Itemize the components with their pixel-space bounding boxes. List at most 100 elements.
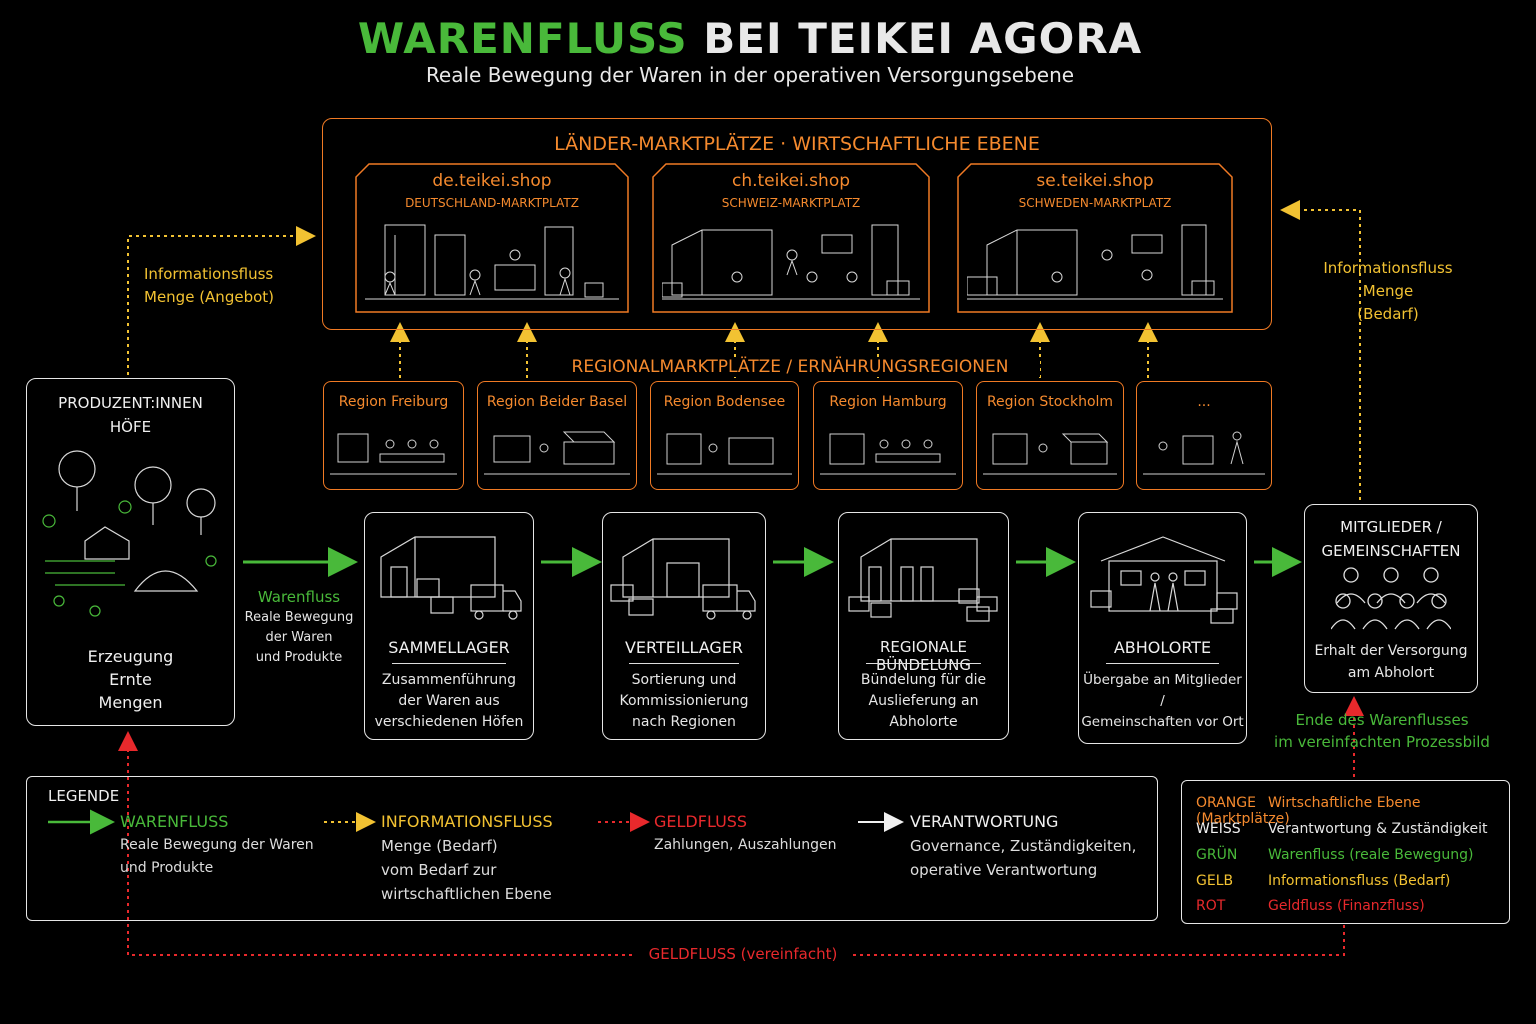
producers-box[interactable]: PRODUZENT:INNEN HÖFE Erzeugung Ernte Men…: [26, 378, 235, 726]
legend-label-informationsfluss: INFORMATIONSFLUSS: [381, 812, 553, 831]
regions-title: REGIONALMARKTPLÄTZE / ERNÄHRUNGSREGIONEN: [540, 357, 1040, 377]
shop-card-de[interactable]: de.teikei.shop DEUTSCHLAND-MARKTPLATZ: [355, 163, 629, 313]
color-key-value: Geldfluss (Finanzfluss): [1268, 898, 1425, 914]
region-card-more[interactable]: ...: [1136, 381, 1272, 490]
producers-title-line2: HÖFE: [109, 418, 152, 436]
page-title: WARENFLUSS BEI TEIKEI AGORA: [0, 14, 1500, 63]
info-flow-right-line3: (Bedarf): [1357, 305, 1419, 323]
people-group-icon: [1331, 567, 1451, 630]
goods-flow-label-line3: und Produkte: [255, 650, 343, 665]
marketplace-illustration: [662, 224, 920, 300]
title-green: WARENFLUSS: [357, 14, 688, 63]
step-desc: Zusammenführung der Waren aus verschiede…: [365, 670, 533, 733]
step-desc-line1: Bündelung für die: [860, 672, 987, 688]
step-desc-line3: nach Regionen: [632, 714, 736, 730]
color-key-name: WEISS: [1196, 821, 1241, 837]
members-box[interactable]: MITGLIEDER / GEMEINSCHAFTEN Erhalt der V…: [1304, 504, 1478, 693]
legend-label-verantwortung: VERANTWORTUNG: [910, 812, 1059, 831]
region-illustration: [330, 433, 457, 475]
region-illustration: [484, 431, 630, 475]
shop-name: DEUTSCHLAND-MARKTPLATZ: [405, 196, 579, 210]
color-key-name: GRÜN: [1196, 847, 1238, 863]
step-divider: [391, 663, 507, 664]
legend-desc-line1: Reale Bewegung der Waren: [120, 837, 314, 853]
info-flow-label-left: Informationsfluss Menge (Angebot): [144, 263, 274, 309]
warehouse-boxes-illustration: [848, 538, 998, 622]
page-subtitle: Reale Bewegung der Waren in der operativ…: [425, 63, 1075, 87]
step-regionale-buendelung[interactable]: REGIONALE BÜNDELUNG Bündelung für die Au…: [838, 512, 1009, 740]
members-desc-line2: am Abholort: [1347, 665, 1435, 681]
color-key-value: Informationsfluss (Bedarf): [1268, 873, 1451, 889]
legend-desc-line2: und Produkte: [120, 860, 214, 876]
marketplace-illustration: [365, 224, 619, 300]
color-key-value: Warenfluss (reale Bewegung): [1268, 847, 1474, 863]
step-desc-line1: Zusammenführung: [381, 672, 517, 688]
legend-label-geldfluss: GELDFLUSS: [654, 812, 748, 831]
legend-desc-verantwortung: Governance, Zuständigkeiten, operative V…: [910, 834, 1136, 882]
color-key-name: ORANGE: [1196, 795, 1256, 811]
warehouse-truck-illustration: [380, 536, 522, 620]
legend-desc-line1: Zahlungen, Auszahlungen: [654, 837, 837, 853]
warehouse-truck-illustration: [610, 538, 756, 620]
legend-label-warenfluss: WARENFLUSS: [120, 812, 229, 831]
region-card-basel[interactable]: Region Beider Basel: [477, 381, 637, 490]
shop-card-se[interactable]: se.teikei.shop SCHWEDEN-MARKTPLATZ: [957, 163, 1233, 313]
step-abholorte[interactable]: ABHOLORTE Übergabe an Mitglieder / Gemei…: [1078, 512, 1247, 744]
step-verteillager[interactable]: VERTEILLAGER Sortierung und Kommissionie…: [602, 512, 766, 740]
step-desc-line3: Abholorte: [889, 714, 958, 730]
color-key-row: ROT Geldfluss (Finanzfluss): [1196, 898, 1425, 914]
region-label: Region Beider Basel: [486, 394, 628, 410]
producers-desc: Erzeugung Ernte Mengen: [27, 645, 234, 714]
producers-title-line1: PRODUZENT:INNEN: [58, 394, 203, 412]
shop-card-frame: [355, 163, 629, 313]
legend-title: LEGENDE: [48, 787, 120, 805]
region-label: Region Stockholm: [986, 394, 1114, 410]
goods-flow-label: Warenfluss Reale Bewegung der Waren und …: [240, 586, 358, 668]
end-note-line2: im vereinfachten Prozessbild: [1274, 733, 1490, 751]
region-illustration: [820, 433, 956, 475]
info-flow-right-line1: Informationsfluss: [1323, 259, 1453, 277]
step-desc-line2: Kommissionierung: [619, 693, 749, 709]
shop-card-ch[interactable]: ch.teikei.shop SCHWEIZ-MARKTPLATZ: [652, 163, 930, 313]
end-note-line1: Ende des Warenflusses: [1295, 711, 1469, 729]
region-label: ...: [1197, 394, 1211, 410]
region-label: Region Freiburg: [338, 394, 449, 410]
legend-desc-line3: wirtschaftlichen Ebene: [381, 885, 552, 903]
shop-domain: ch.teikei.shop: [731, 171, 851, 191]
region-illustration: [1143, 431, 1265, 475]
step-desc-line2: Auslieferung an: [868, 693, 979, 709]
region-card-freiburg[interactable]: Region Freiburg: [323, 381, 464, 490]
producers-desc-line2: Ernte: [109, 670, 152, 689]
step-desc: Übergabe an Mitglieder / Gemeinschaften …: [1079, 670, 1246, 733]
color-key-name: ROT: [1196, 898, 1226, 914]
marketplace-illustration: [967, 224, 1223, 300]
members-title: MITGLIEDER / GEMEINSCHAFTEN: [1305, 515, 1477, 563]
step-desc-line1: Sortierung und: [631, 672, 737, 688]
legend-desc-informationsfluss: Menge (Bedarf) vom Bedarf zur wirtschaft…: [381, 834, 552, 906]
economic-level-title: LÄNDER-MARKTPLÄTZE · WIRTSCHAFTLICHE EBE…: [554, 133, 1040, 155]
region-card-bodensee[interactable]: Region Bodensee: [650, 381, 799, 490]
region-illustration: [983, 433, 1117, 475]
color-key-row: GRÜN Warenfluss (reale Bewegung): [1196, 847, 1474, 863]
step-title: VERTEILLAGER: [624, 638, 744, 657]
members-desc: Erhalt der Versorgung am Abholort: [1305, 640, 1477, 684]
legend-desc-line2: vom Bedarf zur: [381, 861, 497, 879]
shop-domain: se.teikei.shop: [1036, 171, 1154, 191]
shop-domain: de.teikei.shop: [432, 171, 552, 191]
step-desc: Bündelung für die Auslieferung an Abholo…: [839, 670, 1008, 733]
legend-desc-geldfluss: Zahlungen, Auszahlungen: [654, 834, 837, 857]
color-key-row: GELB Informationsfluss (Bedarf): [1196, 873, 1450, 889]
step-desc: Sortierung und Kommissionierung nach Reg…: [603, 670, 765, 733]
color-key-name: GELB: [1196, 873, 1234, 889]
members-desc-line1: Erhalt der Versorgung: [1314, 643, 1468, 659]
step-divider: [866, 663, 981, 664]
step-sammellager[interactable]: SAMMELLAGER Zusammenführung der Waren au…: [364, 512, 534, 740]
economic-level-box: LÄNDER-MARKTPLÄTZE · WIRTSCHAFTLICHE EBE…: [322, 118, 1272, 330]
region-illustration: [657, 433, 792, 475]
region-card-stockholm[interactable]: Region Stockholm: [976, 381, 1124, 490]
color-key-value: Verantwortung & Zuständigkeit: [1268, 821, 1488, 837]
legend-desc-warenfluss: Reale Bewegung der Waren und Produkte: [120, 834, 314, 880]
legend-box: LEGENDE: [26, 776, 1158, 921]
pickup-point-illustration: [1090, 536, 1238, 624]
region-card-hamburg[interactable]: Region Hamburg: [813, 381, 963, 490]
